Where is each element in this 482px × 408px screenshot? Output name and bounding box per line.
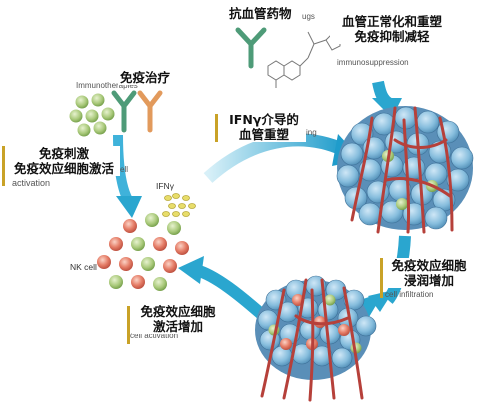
underlying-text: activation bbox=[12, 178, 51, 188]
tumor-vasculature-normalized bbox=[336, 106, 474, 234]
label-infiltration: 免疫效应细胞 浸润增加 bbox=[386, 258, 472, 288]
label-line: 免疫刺激 bbox=[38, 146, 89, 161]
label-line: IFNγ介导的 bbox=[229, 112, 299, 127]
label-normalization: 血管正常化和重塑 免疫抑制减轻 bbox=[330, 14, 454, 44]
underlying-text: immunosuppression bbox=[337, 58, 409, 67]
antibody-icon bbox=[137, 90, 163, 133]
label-immunotherapy: 免疫治疗 bbox=[118, 70, 173, 85]
underlying-text: ell bbox=[120, 165, 129, 174]
immune-cell-cluster bbox=[69, 93, 115, 137]
label-accent-bar bbox=[380, 258, 383, 298]
label-line: 浸润增加 bbox=[403, 273, 454, 288]
tumor-immune-infiltrated bbox=[255, 275, 377, 402]
flow-arrow-head bbox=[116, 196, 142, 218]
underlying-text: cell infiltration bbox=[385, 290, 434, 299]
label-line: 血管正常化和重塑 bbox=[341, 14, 442, 29]
nk-cell-label: NK cell bbox=[70, 262, 97, 272]
underlying-text: Immunotherapies bbox=[76, 81, 138, 90]
flow-arrow-down bbox=[113, 134, 133, 203]
label-antiangiogenic-drugs: 抗血管药物 bbox=[226, 6, 295, 21]
underlying-text: ugs bbox=[302, 12, 315, 21]
label-accent-bar bbox=[127, 306, 130, 344]
label-line: 免疫效应细胞 bbox=[391, 258, 467, 273]
label-line: 免疫效应细胞 bbox=[140, 304, 216, 319]
label-line: 免疫治疗 bbox=[120, 70, 171, 85]
flow-arrow-head bbox=[178, 256, 204, 284]
underlying-text: ing bbox=[306, 128, 317, 137]
label-immune-stimulation: 免疫刺激 免疫效应细胞激活 bbox=[8, 146, 120, 176]
antibody-icon bbox=[111, 90, 137, 133]
underlying-text: cell activation bbox=[130, 331, 179, 340]
label-line: 抗血管药物 bbox=[229, 6, 292, 21]
ifng-molecules bbox=[162, 193, 196, 217]
label-line: 免疫抑制减轻 bbox=[354, 29, 430, 44]
label-line: 血管重塑 bbox=[238, 127, 289, 142]
immune-cell-population bbox=[97, 213, 189, 291]
ifng-label: IFNγ bbox=[156, 181, 174, 191]
label-activation-increase: 免疫效应细胞 激活增加 bbox=[132, 304, 224, 334]
label-line: 激活增加 bbox=[152, 319, 203, 334]
label-line: 免疫效应细胞激活 bbox=[13, 161, 114, 176]
label-ifng-remodeling: IFNγ介导的 血管重塑 bbox=[222, 112, 306, 142]
antibody-icon bbox=[235, 27, 267, 69]
label-accent-bar bbox=[215, 114, 218, 142]
flow-arrow-to-tumor bbox=[203, 133, 347, 183]
label-accent-bar bbox=[2, 146, 5, 186]
